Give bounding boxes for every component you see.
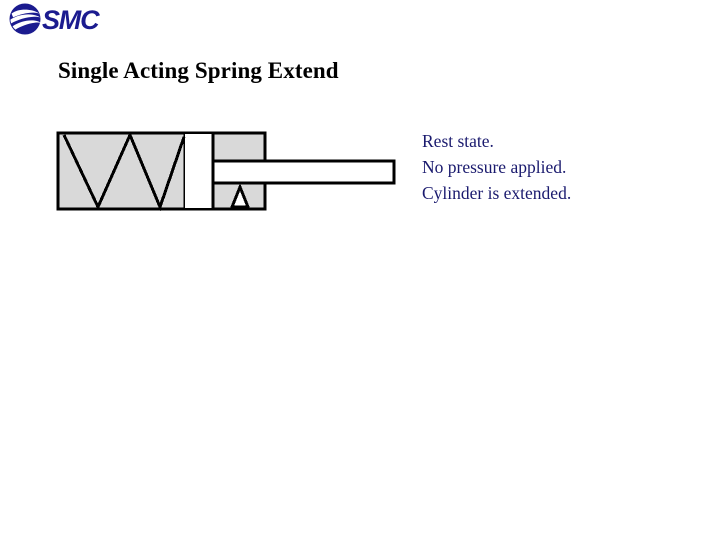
cylinder-diagram — [50, 125, 410, 220]
caption-line-1: Rest state. — [422, 131, 494, 151]
caption-line-2: No pressure applied. — [422, 157, 567, 177]
return-spring — [62, 131, 186, 212]
air-port-icon — [229, 182, 251, 209]
piston-rod — [211, 159, 396, 185]
state-description: Rest state. No pressure applied. Cylinde… — [422, 128, 692, 206]
page-title: Single Acting Spring Extend — [58, 58, 339, 83]
piston — [185, 134, 213, 208]
caption-line-3: Cylinder is extended. — [422, 183, 572, 203]
smc-swoosh-globe-icon — [9, 3, 41, 35]
smc-wordmark: SMC — [42, 5, 100, 35]
smc-logo: SMC — [8, 2, 108, 36]
